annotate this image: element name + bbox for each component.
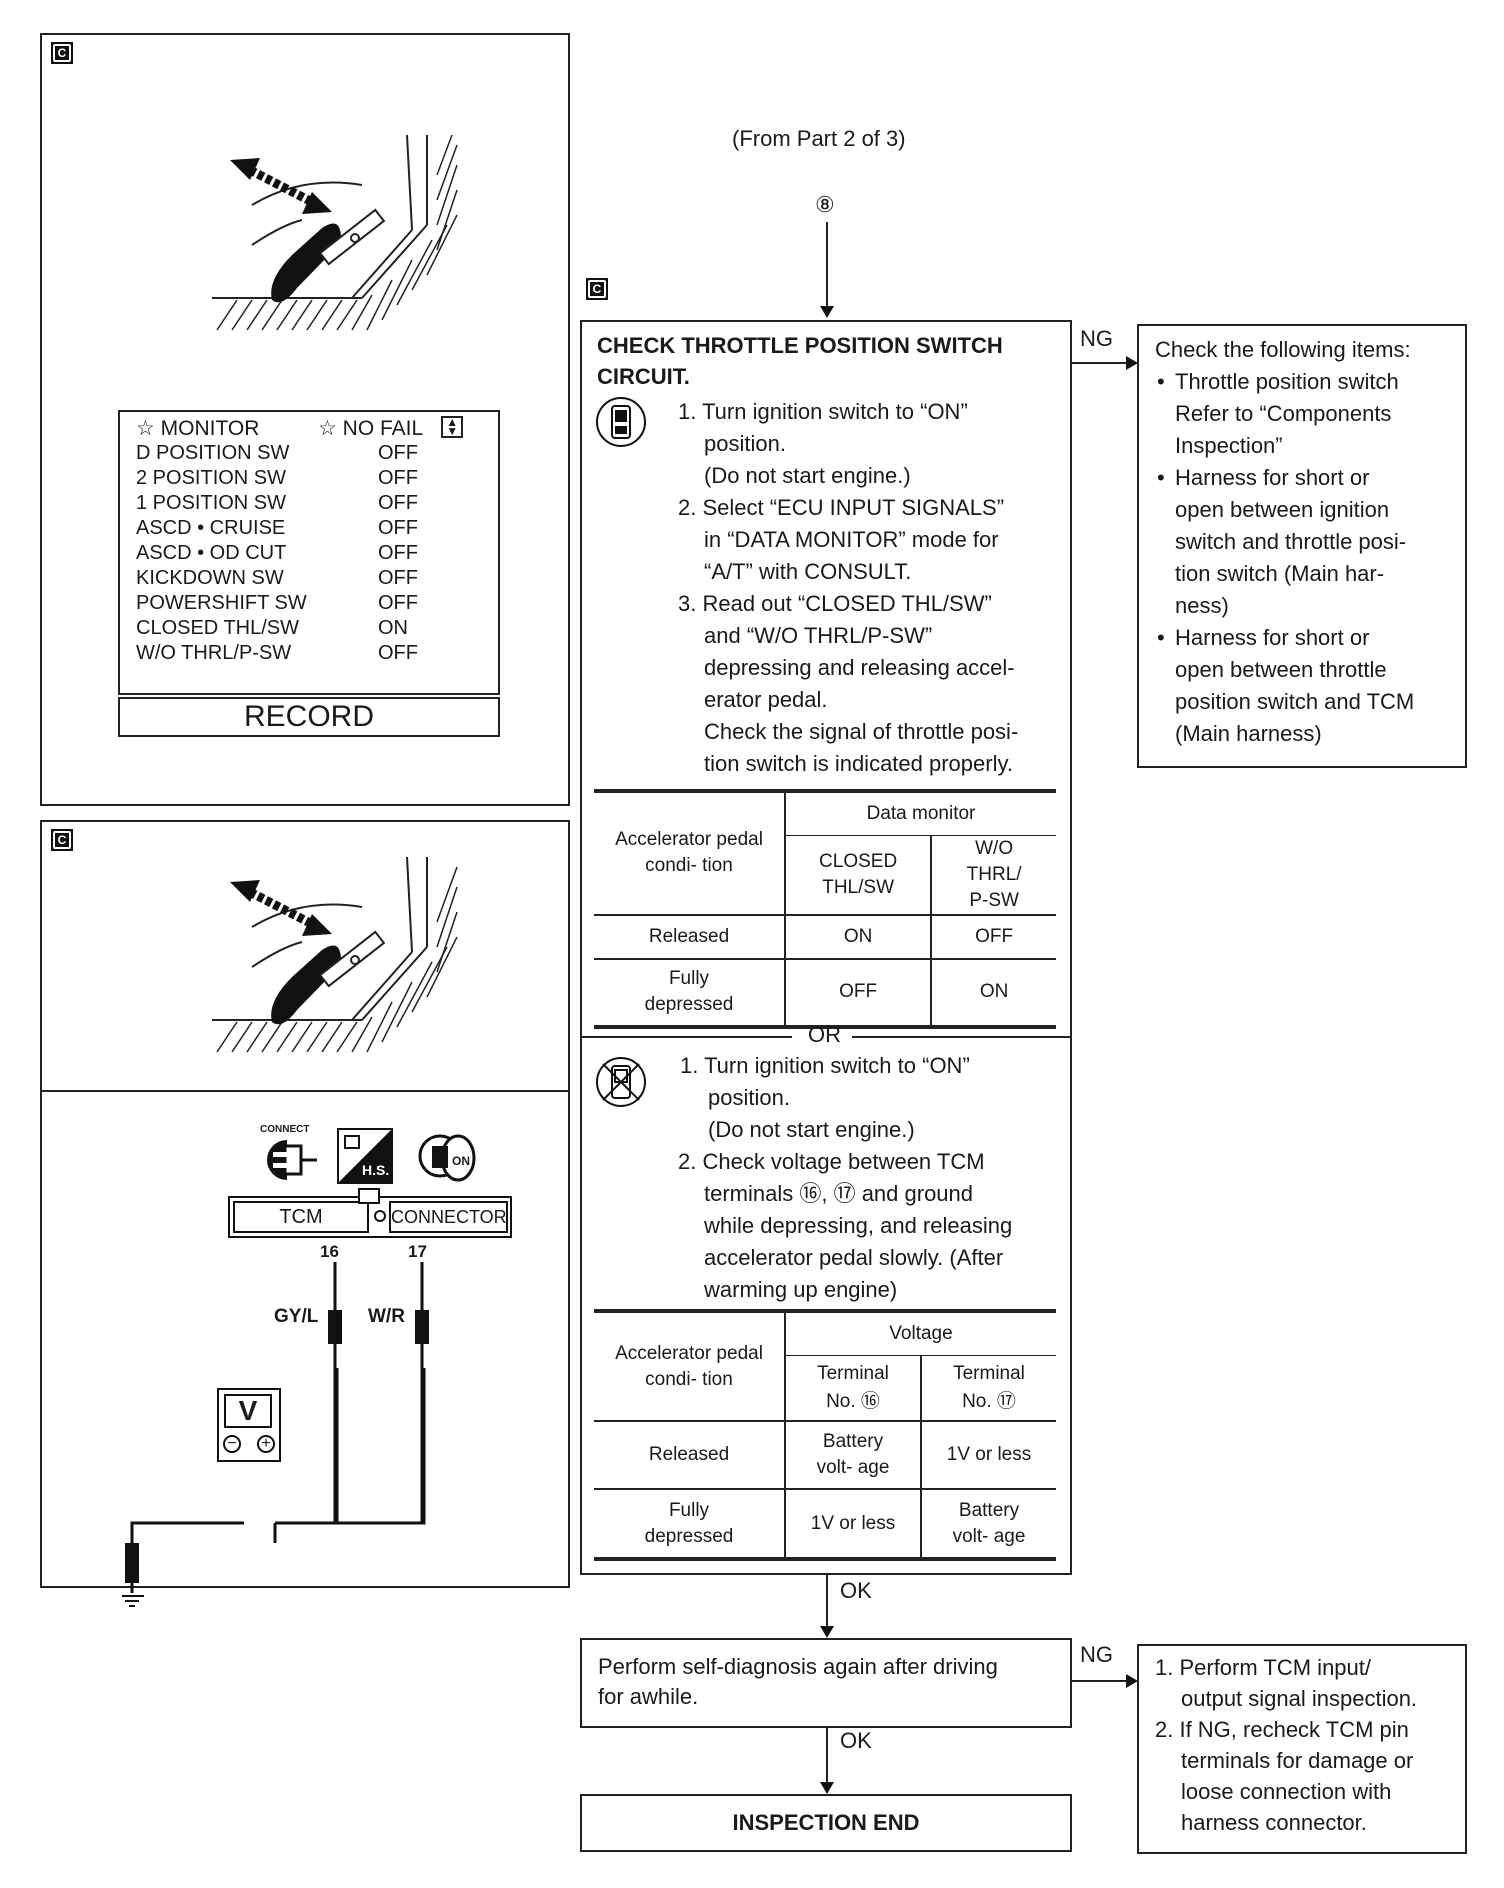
hs-label: H.S. bbox=[362, 1162, 390, 1178]
on-label: ON bbox=[452, 1154, 470, 1168]
or-divider-right bbox=[852, 1036, 1072, 1038]
ok-label: OK bbox=[840, 1578, 872, 1603]
ng-arrow-line bbox=[1072, 1680, 1130, 1682]
connector-marker-8: ⑧ bbox=[815, 192, 835, 217]
voltmeter-display: V bbox=[224, 1394, 272, 1428]
or-divider-left bbox=[580, 1036, 792, 1038]
no-consult-icon bbox=[596, 1057, 646, 1107]
bullet-item: • Throttle position switch Refer to “Com… bbox=[1157, 369, 1399, 458]
connect-label: CONNECT bbox=[260, 1124, 310, 1135]
probe-wiring bbox=[328, 1262, 429, 1522]
monitor-header: ☆ MONITOR ☆ NO FAIL ▲▼ bbox=[136, 416, 498, 441]
voltage-table: Accelerator pedal condi- tion Voltage Te… bbox=[594, 1313, 1056, 1561]
table-row: Released ON OFF bbox=[594, 914, 1056, 960]
monitor-label: ☆ MONITOR bbox=[136, 417, 260, 440]
bullet-item: • Harness for short or open between thro… bbox=[1157, 625, 1415, 746]
ng-arrow-line bbox=[1072, 362, 1130, 364]
table-row: Fully depressed 1V or less Battery volt-… bbox=[594, 1489, 1056, 1561]
table-header-group: Data monitor bbox=[785, 793, 1056, 836]
from-part-label: (From Part 2 of 3) bbox=[732, 126, 906, 151]
table-header-condition: Accelerator pedal condi- tion bbox=[594, 793, 786, 916]
wire-17-label: W/R bbox=[368, 1306, 405, 1327]
tcm-connector-inner: TCM bbox=[233, 1201, 369, 1233]
check-title: CHECK THROTTLE POSITION SWITCH CIRCUIT. bbox=[597, 333, 1003, 389]
inspection-end-box: INSPECTION END bbox=[580, 1794, 1072, 1852]
scroll-updown-icon[interactable]: ▲▼ bbox=[441, 416, 464, 438]
ok-arrow-line bbox=[826, 1575, 828, 1630]
monitor-panel: C bbox=[40, 33, 570, 806]
consult-icon bbox=[596, 397, 646, 447]
connector-label-box: CONNECTOR bbox=[389, 1201, 508, 1233]
ng-label: NG bbox=[1080, 1642, 1113, 1667]
record-button[interactable]: RECORD bbox=[118, 697, 500, 737]
table-row: Released Battery volt- age 1V or less bbox=[594, 1421, 1056, 1490]
panel-divider bbox=[42, 1090, 568, 1092]
arrow-head bbox=[1126, 356, 1138, 370]
table-header-col1: Terminal No. ⑯ bbox=[785, 1355, 922, 1422]
ng-check-items-box: Check the following items: • Throttle po… bbox=[1137, 324, 1467, 768]
or-label: OR bbox=[808, 1022, 841, 1047]
connector-hole bbox=[374, 1210, 386, 1222]
table-header-group: Voltage bbox=[785, 1313, 1056, 1356]
table-row: Fully depressed OFF ON bbox=[594, 958, 1056, 1029]
arrow-head bbox=[1126, 1674, 1138, 1688]
ignition-key-icon bbox=[418, 1134, 476, 1182]
c-badge: C bbox=[51, 42, 73, 64]
table-header-condition: Accelerator pedal condi- tion bbox=[594, 1313, 786, 1422]
arrow-head bbox=[820, 306, 834, 318]
flow-arrow-line bbox=[826, 222, 828, 312]
ok-arrow-line bbox=[826, 1728, 828, 1786]
steps-consult: 1. Turn ignition switch to “ON” position… bbox=[678, 399, 1019, 776]
self-diagnosis-box: Perform self-diagnosis again after drivi… bbox=[580, 1638, 1072, 1728]
accelerator-pedal-illustration bbox=[212, 856, 458, 1053]
connect-icon bbox=[267, 1140, 317, 1180]
hs-icon bbox=[337, 1128, 393, 1184]
c-badge: C bbox=[51, 829, 73, 851]
voltmeter-minus-terminal: − bbox=[223, 1435, 241, 1453]
ng-step: 2. If NG, recheck TCM pin terminals for … bbox=[1155, 1717, 1414, 1835]
c-badge: C bbox=[586, 278, 608, 300]
table-rule bbox=[594, 1309, 1056, 1313]
table-header-col2: Terminal No. ⑰ bbox=[921, 1355, 1056, 1422]
ng-step: 1. Perform TCM input/ output signal insp… bbox=[1155, 1655, 1418, 1711]
ng-tcm-inspection-box: 1. Perform TCM input/ output signal insp… bbox=[1137, 1644, 1467, 1854]
bullet-item: • Harness for short or open between igni… bbox=[1157, 465, 1407, 618]
table-header-col2: W/O THRL/ P-SW bbox=[931, 835, 1056, 916]
table-rule bbox=[594, 789, 1056, 793]
no-fail-label: ☆ NO FAIL bbox=[318, 417, 424, 440]
connector-lock bbox=[358, 1188, 380, 1204]
arrow-head bbox=[820, 1626, 834, 1638]
ng-label: NG bbox=[1080, 326, 1113, 351]
pin-16-label: 16 bbox=[320, 1242, 339, 1261]
data-monitor-table: Accelerator pedal condi- tion Data monit… bbox=[594, 793, 1056, 1029]
pin-17-label: 17 bbox=[408, 1242, 427, 1261]
steps-no-consult: 1. Turn ignition switch to “ON” position… bbox=[678, 1053, 1013, 1302]
arrow-head bbox=[820, 1782, 834, 1794]
wire-16-label: GY/L bbox=[274, 1306, 319, 1327]
ground-wiring bbox=[122, 1368, 426, 1607]
voltmeter-plus-terminal: + bbox=[257, 1435, 275, 1453]
ok-label: OK bbox=[840, 1728, 872, 1753]
accelerator-pedal-illustration bbox=[212, 134, 458, 331]
voltage-check-panel: C CONNECT bbox=[40, 820, 570, 1607]
table-header-col1: CLOSED THL/SW bbox=[785, 835, 933, 916]
